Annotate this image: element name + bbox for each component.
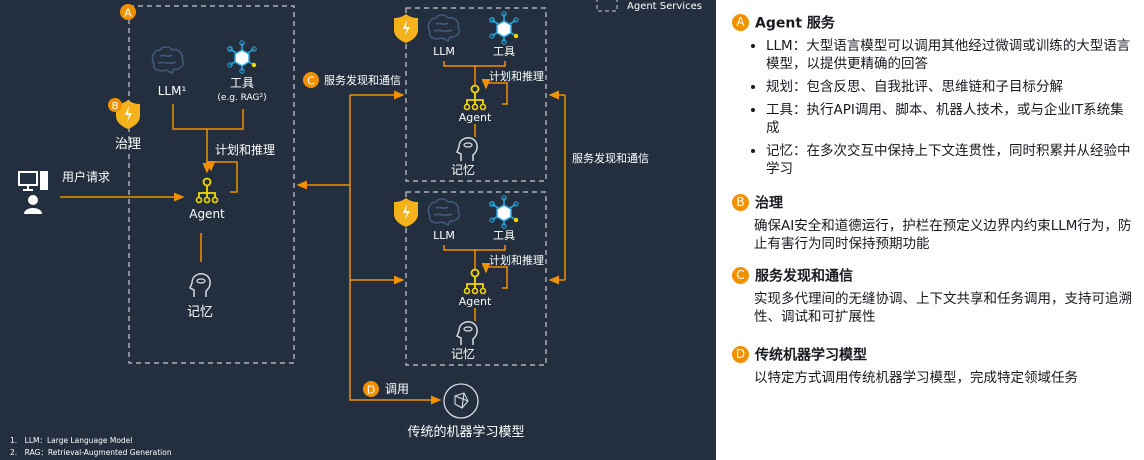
planning-label: 计划和推理 <box>489 253 544 267</box>
agent-icon <box>463 268 487 295</box>
agent-label: Agent <box>189 207 225 221</box>
tool-label: 工具 <box>493 229 515 242</box>
service-discovery-label-left: 服务发现和通信 <box>324 73 401 87</box>
section-body: 实现多代理间的无缝协调、上下文共享和任务调用，支持可追溯性、调试和可扩展性 <box>754 290 1132 325</box>
section-title: 治理 <box>755 195 783 212</box>
planning-label: 计划和推理 <box>489 69 544 83</box>
computer-icon <box>18 171 48 191</box>
planning-label: 计划和推理 <box>215 143 275 157</box>
invoke-label: 调用 <box>385 382 409 396</box>
agent-services-box <box>405 191 547 366</box>
llm-label: LLM <box>433 229 455 242</box>
badge-b: B <box>732 194 749 211</box>
badge-c: C <box>303 72 319 88</box>
tool-icon <box>489 195 519 229</box>
svg-text:C: C <box>307 75 315 88</box>
memory-label: 记忆 <box>451 347 475 361</box>
agent-label: Agent <box>459 295 492 308</box>
agent-services-box <box>405 7 547 182</box>
connector <box>443 245 506 270</box>
section-body: 以特定方式调用传统机器学习模型，完成特定领域任务 <box>754 369 1078 386</box>
tool-icon <box>227 40 257 74</box>
section-governance: B 治理 确保AI安全和道德运行，护栏在预定义边界内约束LLM行为，防止有害行为同… <box>732 192 1134 253</box>
bullet-llm: LLM：大型语言模型可以调用其他经过微调或训练的大型语言模型，以提供更精确的回答 <box>766 37 1136 73</box>
bullet-planning: 规划：包含反思、自我批评、思维链和子目标分解 <box>766 78 1136 96</box>
ml-model-icon <box>443 383 479 419</box>
service-discovery-label-right: 服务发现和通信 <box>572 151 649 165</box>
user-icon <box>24 195 42 214</box>
agent-icon <box>195 177 219 204</box>
planning-loop <box>481 263 508 289</box>
architecture-diagram: Agent Services A LLM¹ 工具 (e.g. RAG²) B 治… <box>0 0 716 460</box>
badge-d: D <box>732 346 749 363</box>
tool-icon <box>489 11 519 45</box>
user-request-label: 用户请求 <box>62 169 110 184</box>
badge-b: B <box>108 98 122 112</box>
memory-icon <box>456 137 478 162</box>
svg-text:D: D <box>367 384 375 397</box>
shield-icon <box>394 14 418 43</box>
memory-icon <box>456 321 478 346</box>
tool-label: 工具 <box>230 76 254 90</box>
section-body: 确保AI安全和道德运行，护栏在预定义边界内约束LLM行为，防止有害行为同时保持预… <box>754 217 1132 252</box>
memory-label: 记忆 <box>187 304 213 320</box>
legend-swatch <box>596 0 618 12</box>
description-panel: A Agent 服务 LLM：大型语言模型可以调用其他经过微调或训练的大型语言模型… <box>718 0 1144 460</box>
brain-icon <box>427 14 461 42</box>
shield-icon <box>394 198 418 227</box>
section-title: Agent 服务 <box>755 15 835 32</box>
ml-model-label: 传统的机器学习模型 <box>407 424 524 440</box>
section-title: 传统机器学习模型 <box>755 347 867 364</box>
badge-c: C <box>732 267 749 284</box>
badge-d: D <box>363 381 379 397</box>
badge-a: A <box>120 4 136 20</box>
tool-sub-label: (e.g. RAG²) <box>217 93 266 103</box>
tool-label: 工具 <box>493 45 515 58</box>
section-agent-services: A Agent 服务 LLM：大型语言模型可以调用其他经过微调或训练的大型语言模型… <box>732 12 1136 183</box>
connector <box>443 61 506 86</box>
section-traditional-ml: D 传统机器学习模型 以特定方式调用传统机器学习模型，完成特定领域任务 <box>732 344 1134 387</box>
agent-services-box-main <box>128 5 295 364</box>
badge-a: A <box>732 14 749 31</box>
section-service-discovery: C 服务发现和通信 实现多代理间的无缝协调、上下文共享和任务调用，支持可追溯性、调… <box>732 265 1134 326</box>
planning-loop <box>481 79 508 105</box>
brain-icon <box>151 46 185 74</box>
svg-text:A: A <box>124 7 132 20</box>
planning-loop <box>206 161 238 193</box>
footnote-2: 2. RAG：Retrieval-Augmented Generation <box>10 448 172 457</box>
footnote-1: 1. LLM：Large Language Model <box>10 436 132 445</box>
bullet-tools: 工具：执行API调用、脚本、机器人技术，或与企业IT系统集成 <box>766 101 1136 137</box>
governance-label: 治理 <box>115 137 141 152</box>
agent-icon <box>463 84 487 111</box>
memory-icon <box>189 273 211 298</box>
svg-text:B: B <box>112 101 119 112</box>
llm-label: LLM¹ <box>158 84 187 98</box>
llm-label: LLM <box>433 45 455 58</box>
memory-label: 记忆 <box>451 163 475 177</box>
legend-label: Agent Services <box>627 1 702 12</box>
section-title: 服务发现和通信 <box>755 268 853 285</box>
brain-icon <box>427 198 461 226</box>
bus-line <box>349 95 442 405</box>
agent-label: Agent <box>459 111 492 124</box>
bullet-memory: 记忆：在多次交互中保持上下文连贯性，同时积累并从经验中学习 <box>766 142 1136 178</box>
